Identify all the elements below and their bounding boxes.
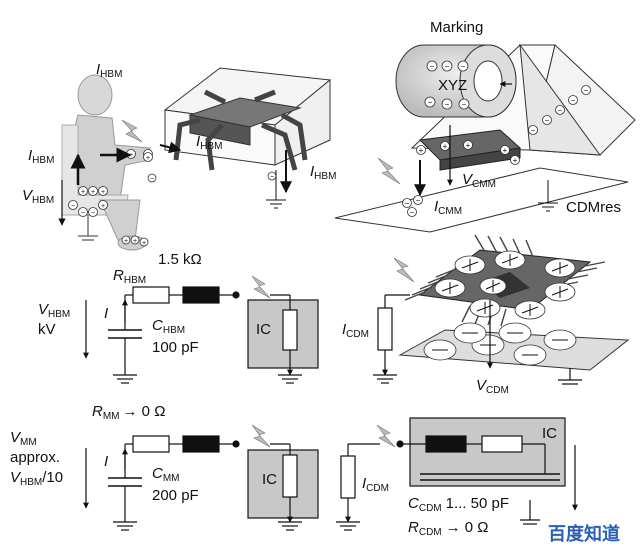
hbm-resistor-label: RHBM: [113, 267, 146, 286]
mm-cap-value: 200 pF: [152, 487, 199, 504]
hbm-chip-current-label: IHBM: [196, 133, 222, 152]
mm-current-label: I: [104, 453, 108, 470]
svg-text:−: −: [445, 62, 450, 71]
hbm-circuit-unit: kV: [38, 321, 56, 338]
svg-text:−: −: [545, 116, 550, 125]
svg-text:+: +: [466, 141, 471, 150]
spark-icon: [376, 424, 396, 448]
svg-text:−: −: [558, 106, 563, 115]
hbm-person: +++ −−−+ +++ ++: [58, 74, 153, 251]
svg-text:+: +: [443, 142, 448, 151]
svg-text:−: −: [462, 100, 467, 109]
marking-label: Marking: [430, 19, 483, 36]
mm-resistor-label: RMM→ 0 Ω: [92, 403, 165, 422]
cdm-res-label: RCDM→ 0 Ω: [408, 519, 489, 538]
svg-text:−: −: [410, 208, 415, 217]
cdm-circuit: [336, 417, 578, 531]
cdm-current-label: ICDM: [342, 321, 369, 340]
svg-text:−: −: [405, 199, 410, 208]
svg-text:−: −: [584, 86, 589, 95]
watermark: 百度知道: [548, 523, 620, 545]
svg-text:−: −: [270, 174, 274, 181]
mm-ic-label: IC: [262, 471, 277, 488]
svg-text:−: −: [461, 62, 466, 71]
hbm-voltage-label: VHBM: [22, 187, 54, 206]
spark-icon: [377, 157, 401, 185]
hbm-circuit: [83, 286, 319, 384]
mm-cap-label: CMM: [152, 465, 180, 484]
svg-text:−: −: [430, 62, 435, 71]
spark-icon: [251, 424, 271, 448]
svg-text:−: −: [531, 126, 536, 135]
svg-text:+: +: [419, 146, 424, 155]
svg-text:+: +: [124, 238, 128, 245]
svg-text:+: +: [513, 156, 518, 165]
svg-text:+: +: [503, 146, 508, 155]
svg-text:+: +: [91, 189, 95, 196]
hbm-circuit-current: I: [104, 305, 108, 322]
cdm-chip-model: [373, 234, 630, 385]
hbm-current-label: IHBM: [96, 61, 122, 80]
spark-icon: [121, 119, 143, 143]
hbm-ic-label: IC: [256, 321, 271, 338]
svg-text:+: +: [81, 189, 85, 196]
spark-icon: [393, 257, 415, 283]
svg-text:+: +: [101, 189, 105, 196]
mm-voltage-approx: approx.: [10, 449, 60, 466]
cmm-current-label: ICMM: [434, 198, 462, 217]
spark-icon: [251, 275, 271, 299]
hbm-voltage-label-alt: IHBM: [28, 147, 54, 166]
hbm-chip: + − −: [143, 67, 332, 209]
chip-marking-text: XYZ: [438, 77, 467, 94]
svg-text:−: −: [81, 210, 85, 217]
mm-circuit: [83, 435, 319, 531]
mm-voltage-ratio: VHBM/10: [10, 469, 63, 488]
svg-text:−: −: [571, 96, 576, 105]
cdm2-current-label: ICDM: [362, 475, 389, 494]
svg-text:−: −: [416, 196, 421, 205]
svg-text:−: −: [71, 203, 75, 210]
svg-text:−: −: [91, 210, 95, 217]
hbm-resistor-value: 1.5 kΩ: [158, 251, 202, 268]
svg-text:−: −: [150, 176, 154, 183]
svg-text:+: +: [146, 155, 150, 162]
svg-text:+: +: [101, 203, 105, 210]
hbm-ground-current-label: IHBM: [310, 163, 336, 182]
svg-text:+: +: [142, 240, 146, 247]
hbm-cap-label: CHBM: [152, 317, 185, 336]
cmm-voltage-label: VCMM: [462, 171, 496, 190]
svg-text:−: −: [428, 98, 433, 107]
hbm-cap-value: 100 pF: [152, 339, 199, 356]
cdmres-label: CDMres: [566, 199, 621, 216]
hbm-circuit-voltage: VHBM: [38, 301, 70, 320]
cdm-voltage-label: VCDM: [476, 377, 509, 396]
svg-text:+: +: [133, 238, 137, 245]
mm-voltage-label: VMM: [10, 429, 37, 448]
cmm-apparatus: −−− −−− −−−−− +++ ++ −−−: [334, 43, 636, 233]
cdm-ic-label: IC: [542, 425, 557, 442]
svg-text:−: −: [445, 100, 450, 109]
